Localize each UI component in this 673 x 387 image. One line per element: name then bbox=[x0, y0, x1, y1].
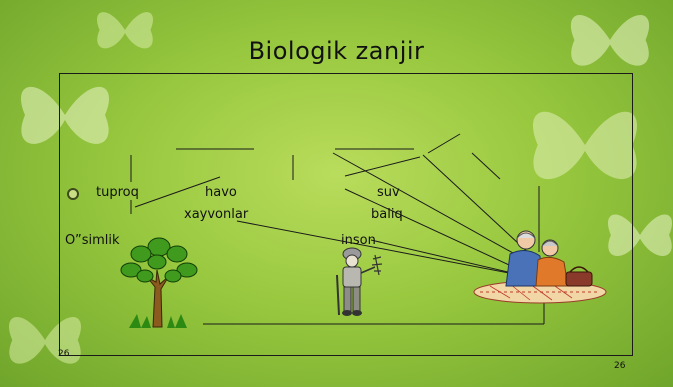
tree-icon bbox=[107, 232, 207, 330]
label-tuproq: tuproq bbox=[96, 185, 139, 200]
label-baliq: baliq bbox=[371, 207, 403, 222]
couple-icon bbox=[470, 226, 615, 306]
bullet-icon bbox=[67, 188, 79, 200]
page-number-left: 26 bbox=[58, 349, 69, 359]
label-xayvonlar: xayvonlar bbox=[184, 207, 248, 222]
label-suv: suv bbox=[377, 185, 400, 200]
label-havo: havo bbox=[205, 185, 237, 200]
hunter-icon bbox=[327, 245, 397, 317]
page-number-right: 26 bbox=[614, 361, 625, 371]
